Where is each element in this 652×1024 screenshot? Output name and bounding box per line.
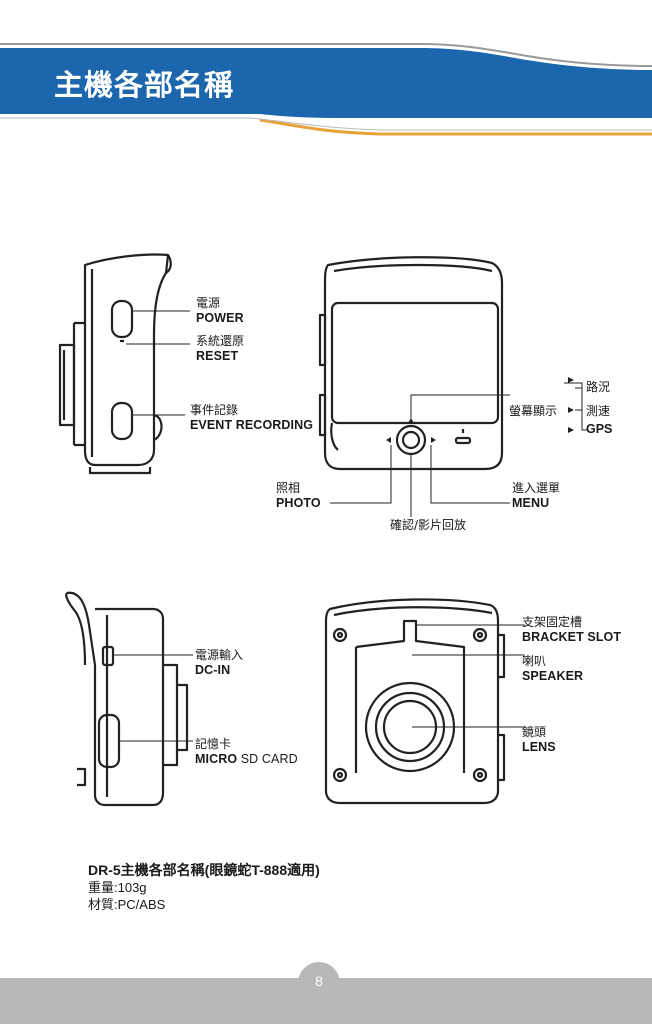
reset-label-en: RESET	[196, 349, 239, 363]
back-view-figure	[324, 598, 525, 805]
event-label-en: EVENT RECORDING	[190, 418, 314, 432]
spec-title: DR-5主機各部名稱(眼鏡蛇T-888適用)	[88, 862, 320, 878]
confirm-playback-label: 確認/影片回放	[390, 518, 467, 532]
speaker-label-en: SPEAKER	[522, 669, 584, 683]
card-label-zh: 記憶卡	[195, 737, 232, 751]
lens-label-zh: 鏡頭	[522, 725, 547, 739]
card-label-en-rest: SD CARD	[237, 752, 298, 766]
spec-weight: 重量:103g	[88, 880, 147, 895]
page-title: 主機各部名稱	[54, 68, 235, 102]
dcin-label-zh: 電源輸入	[195, 648, 244, 662]
page-number: 8	[315, 973, 323, 989]
screen-display-label: 螢幕顯示	[509, 404, 558, 418]
side-view-2-figure	[65, 591, 193, 807]
screen-item-gps: GPS	[586, 422, 613, 436]
dcin-label-en: DC-IN	[195, 663, 231, 677]
page-number-tab: 8	[298, 962, 340, 998]
reset-label-zh: 系統還原	[196, 334, 245, 348]
front-view-figure	[318, 256, 588, 517]
spec-block: DR-5主機各部名稱(眼鏡蛇T-888適用) 重量:103g 材質:PC/ABS	[88, 862, 320, 913]
menu-label-zh: 進入選單	[512, 481, 561, 495]
speaker-label-zh: 喇叭	[522, 654, 547, 668]
screen-item-road: 路況	[586, 380, 611, 394]
menu-label-en: MENU	[512, 496, 550, 510]
power-label-en: POWER	[196, 311, 244, 325]
spec-material: 材質:PC/ABS	[88, 897, 166, 912]
side-view-figure	[58, 253, 190, 475]
photo-label-en: PHOTO	[276, 496, 321, 510]
power-label-zh: 電源	[196, 296, 221, 310]
card-label-en-bold: MICRO	[195, 752, 238, 766]
photo-label-zh: 照相	[276, 481, 301, 495]
lens-label-en: LENS	[522, 740, 556, 754]
event-label-zh: 事件記錄	[190, 403, 239, 417]
bracket-label-en: BRACKET SLOT	[522, 630, 622, 644]
screen-item-speed: 測速	[586, 404, 611, 418]
header-band	[0, 43, 652, 136]
bracket-label-zh: 支架固定槽	[522, 615, 583, 629]
